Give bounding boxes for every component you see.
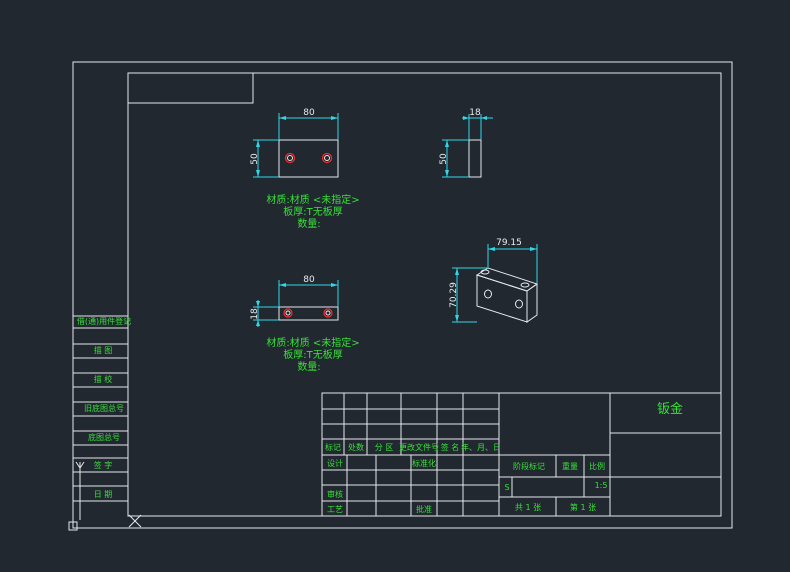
- label-sheets-total: 共 1 张: [515, 503, 541, 512]
- strip-label-1: 借(通)用件登记: [77, 316, 131, 326]
- strip-label-7: 日 期: [94, 490, 113, 499]
- strip-label-5: 底图总号: [88, 432, 120, 442]
- note-1-thickness: 板厚:T无板厚: [283, 205, 342, 218]
- isometric-view[interactable]: 79.15 70.29: [449, 238, 539, 323]
- note-2-thickness: 板厚:T无板厚: [283, 348, 342, 361]
- note-1-material: 材质:材质 <未指定>: [266, 193, 359, 206]
- strip-label-2: 描 图: [94, 345, 113, 355]
- note-1-qty: 数量:: [297, 217, 320, 230]
- label-process: 工艺: [327, 505, 343, 514]
- label-stage-mark: 阶段标记: [513, 461, 545, 471]
- label-review: 审核: [327, 489, 343, 499]
- front-width-dim: 80: [303, 108, 315, 118]
- rev-header-docno: 更改文件号: [399, 442, 439, 452]
- note-2-qty: 数量:: [297, 360, 320, 373]
- strip-label-3: 描 校: [94, 374, 113, 384]
- value-scale: 1:5: [595, 481, 608, 490]
- reverse-code-box: [127, 72, 254, 104]
- rev-header-count: 处数: [348, 442, 364, 452]
- label-approve: 批准: [416, 504, 432, 514]
- label-weight: 重量: [562, 461, 578, 471]
- drawing-title: 钣金: [657, 401, 683, 417]
- rev-header-mark: 标记: [325, 442, 341, 452]
- rev-header-zone: 分 区: [375, 443, 394, 452]
- label-design: 设计: [327, 458, 343, 468]
- top-width-dim: 80: [303, 275, 315, 285]
- value-stage-s: S: [504, 483, 509, 492]
- front-view[interactable]: 80 50: [250, 108, 339, 178]
- title-block[interactable]: 标记 处数 分 区 更改文件号 签 名 年、月、日 设计 标准化 审核 工艺 批…: [321, 392, 722, 517]
- label-scale: 比例: [589, 461, 605, 471]
- label-sheet-no: 第 1 张: [570, 502, 596, 512]
- side-width-dim: 18: [469, 108, 481, 118]
- iso-width-dim: 79.15: [496, 238, 522, 248]
- label-standardize: 标准化: [412, 458, 436, 468]
- ucs-icon: [68, 461, 142, 531]
- left-binding-strip: 借(通)用件登记 描 图 描 校 旧底图总号 底图总号 签 字 日 期: [73, 315, 131, 502]
- side-height-dim: 50: [439, 153, 449, 165]
- outer-border: [72, 61, 733, 529]
- front-height-dim: 50: [250, 153, 260, 165]
- strip-label-6: 签 字: [94, 460, 113, 470]
- strip-label-4: 旧底图总号: [84, 403, 124, 413]
- rev-header-date: 年、月、日: [461, 442, 501, 452]
- rev-header-sign: 签 名: [441, 442, 460, 452]
- iso-height-dim: 70.29: [449, 282, 459, 308]
- note-2-material: 材质:材质 <未指定>: [266, 336, 359, 349]
- side-view[interactable]: 18 50: [439, 108, 493, 178]
- material-note-1: 材质:材质 <未指定> 板厚:T无板厚 数量:: [266, 193, 359, 230]
- top-height-dim: 18: [250, 308, 260, 320]
- top-view[interactable]: 80 18: [250, 275, 339, 327]
- material-note-2: 材质:材质 <未指定> 板厚:T无板厚 数量:: [266, 336, 359, 373]
